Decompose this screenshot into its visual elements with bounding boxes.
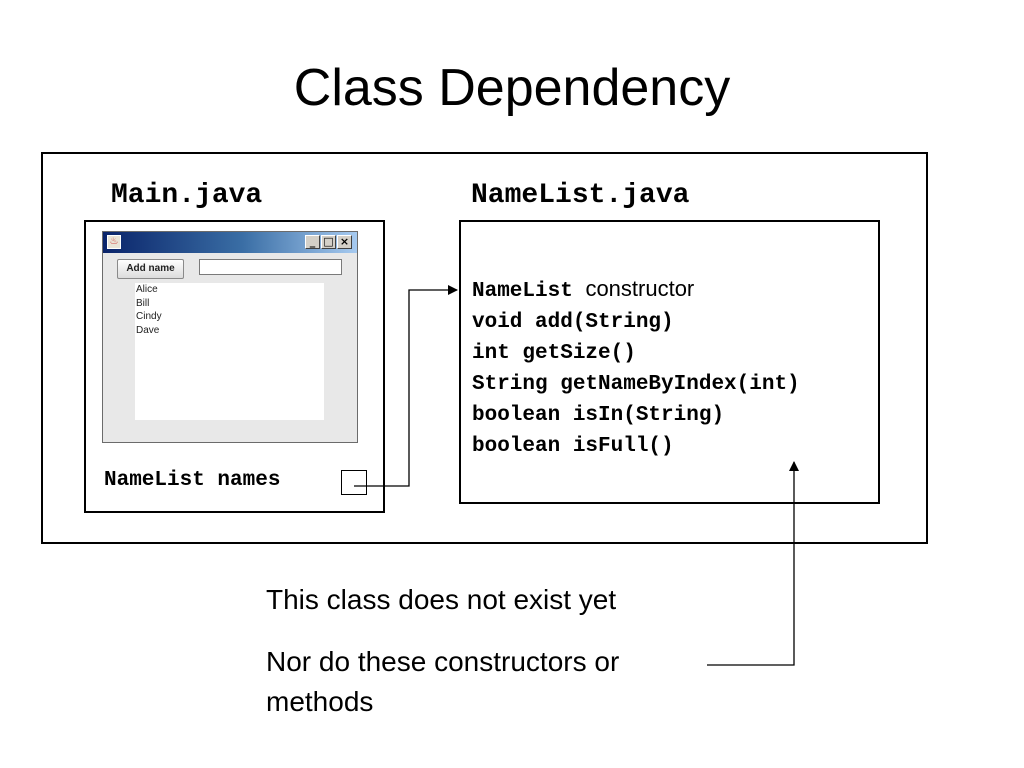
reference-box xyxy=(341,470,367,495)
method-item: boolean isIn(String) xyxy=(472,404,725,427)
method-item: boolean isFull() xyxy=(472,435,674,458)
java-cup-icon: ♨ xyxy=(107,235,121,249)
minimize-button[interactable]: _ xyxy=(305,235,320,249)
method-item: int getSize() xyxy=(472,342,636,365)
caption-methods-missing-2: methods xyxy=(266,686,374,717)
add-name-button[interactable]: Add name xyxy=(117,259,184,279)
namelist-class-box xyxy=(459,220,880,504)
caption-methods-missing-1: Nor do these constructors or xyxy=(266,646,620,677)
constructor-word: constructor xyxy=(585,276,695,301)
method-list: NameList constructor void add(String) in… xyxy=(472,273,800,462)
close-button[interactable]: × xyxy=(337,235,352,249)
main-java-label: Main.java xyxy=(111,180,263,211)
caption-arrow xyxy=(707,461,799,666)
maximize-button[interactable]: □ xyxy=(321,235,336,249)
main-class-box xyxy=(84,220,385,513)
caption-class-missing: This class does not exist yet xyxy=(266,584,617,615)
list-item[interactable]: Dave xyxy=(136,324,160,336)
method-item: String getNameByIndex(int) xyxy=(472,373,800,396)
list-item[interactable]: Cindy xyxy=(136,311,162,322)
namelist-java-label: NameList.java xyxy=(471,180,690,211)
constructor-name: NameList xyxy=(472,280,573,303)
list-item[interactable]: Alice xyxy=(136,284,158,295)
page-title: Class Dependency xyxy=(293,59,731,117)
names-list[interactable]: Alice Bill Cindy Dave xyxy=(135,283,324,420)
list-item[interactable]: Bill xyxy=(136,297,150,309)
window-title-bar: ♨ _ □ × xyxy=(103,232,357,253)
method-item: void add(String) xyxy=(472,311,674,334)
reference-arrow xyxy=(354,285,458,487)
field-declaration: NameList names xyxy=(104,469,281,492)
name-input[interactable] xyxy=(199,259,342,275)
project-frame xyxy=(41,152,928,544)
constructor-line: NameList constructor xyxy=(472,273,800,307)
